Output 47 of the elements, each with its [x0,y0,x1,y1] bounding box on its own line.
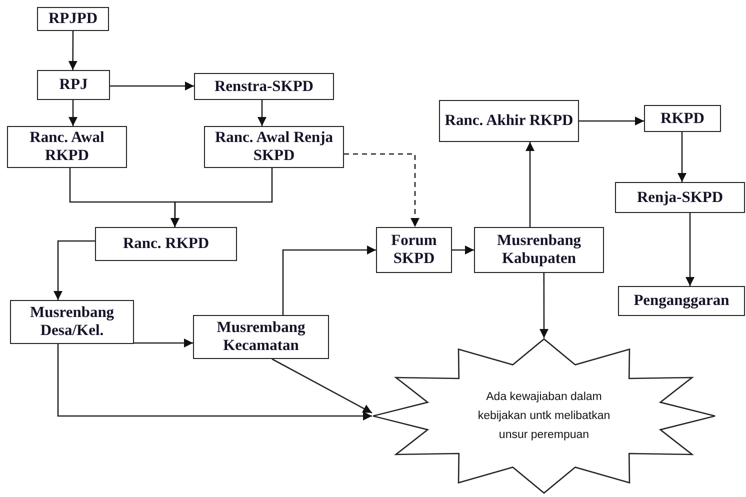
process-box [439,100,579,142]
process-box [615,182,745,213]
box-label: Ranc. RKPD [122,235,210,253]
arrow [678,132,686,182]
box-label: Musrenbang Desa/Kel. [28,304,116,340]
box-label: Musrenbang Kabupaten [496,232,582,268]
process-box [37,70,110,100]
arrow [57,344,372,420]
process-box [193,315,329,359]
arrow [258,100,266,126]
dashed-arrow [344,153,420,227]
arrow [68,31,78,70]
box-label: RKPD [660,110,704,128]
starburst-callout [372,338,716,494]
process-box [644,105,721,132]
box-label: Forum SKPD [390,232,438,268]
arrow [110,82,194,90]
arrow [579,116,644,126]
arrow [539,273,548,338]
process-box [618,286,745,316]
arrow [272,358,372,414]
box-label: RPJ [59,76,88,94]
process-box [10,300,134,344]
arrow [134,338,193,348]
arrow [68,100,78,126]
arrow [686,213,694,286]
process-box [474,227,604,273]
box-label: Penganggaran [634,292,730,310]
process-box [194,73,334,100]
arrow [282,246,376,315]
arrow [54,240,95,300]
box-label: Renstra-SKPD [214,78,314,96]
process-box [95,227,237,261]
process-box [37,7,109,31]
box-label: Ranc. Awal Renja SKPD [214,129,334,165]
box-label: Renja-SKPD [636,188,724,206]
process-box [376,227,452,273]
callout-text: Ada kewajiaban dalam kebijakan untk melibatkan unsur perempuan [476,390,612,442]
arrow [526,142,534,227]
box-label: Musrembang Kecamatan [216,319,306,355]
process-box [204,126,344,168]
box-label: Ranc. Akhir RKPD [444,112,574,130]
process-box [7,126,127,168]
box-label: RPJPD [48,10,98,28]
box-label: Ranc. Awal RKPD [28,129,106,165]
arrow [452,246,474,254]
arrow [170,168,273,227]
